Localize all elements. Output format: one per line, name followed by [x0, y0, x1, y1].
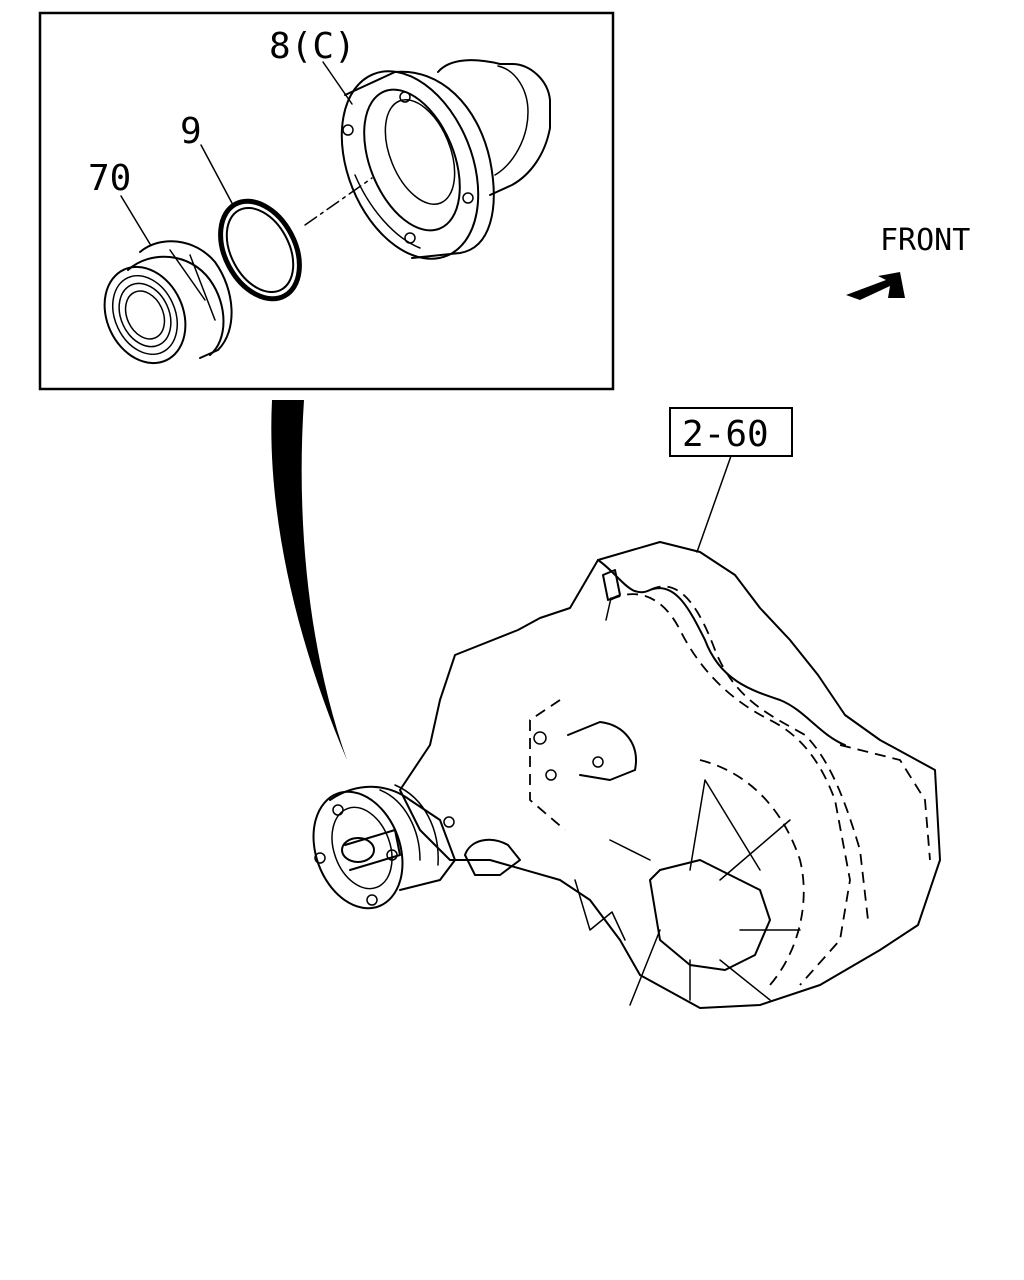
detail-pointer [271, 400, 347, 760]
leader-line-8 [322, 61, 353, 105]
output-flange [312, 784, 456, 910]
leader-line-ref [696, 455, 732, 553]
center-line [304, 177, 373, 226]
leader-line-9 [200, 144, 234, 206]
callout-9: 9 [180, 111, 202, 152]
front-arrow-icon [846, 272, 905, 300]
callout-70: 70 [88, 158, 131, 199]
leader-line-70 [120, 195, 151, 245]
detail-inset: 8(C) 9 70 [38, 11, 615, 391]
front-indicator: FRONT [846, 223, 970, 300]
reference-label: 2-60 [682, 414, 769, 455]
oil-seal-part [103, 240, 233, 365]
callout-8: 8(C) [269, 26, 356, 67]
o-ring-part [218, 198, 302, 302]
transfer-case-assembly [312, 541, 941, 1009]
front-label: FRONT [880, 223, 970, 258]
reference-box: 2-60 [669, 407, 793, 553]
